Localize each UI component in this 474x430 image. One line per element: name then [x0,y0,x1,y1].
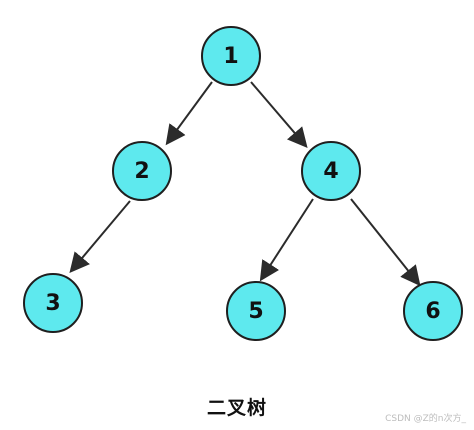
node-circle [301,141,361,201]
tree-node-5: 5 [226,281,286,341]
node-label: 3 [45,291,60,316]
edge-1-2 [165,81,213,146]
edge-2-3 [69,200,131,274]
node-label: 2 [134,159,149,184]
node-label: 1 [223,44,238,69]
node-circle [226,281,286,341]
tree-node-4: 4 [301,141,361,201]
edge-1-4 [250,81,308,149]
node-circle [23,273,83,333]
node-label: 4 [323,159,338,184]
node-circle [403,281,463,341]
tree-node-3: 3 [23,273,83,333]
tree-node-2: 2 [112,141,172,201]
tree-node-1: 1 [201,26,261,86]
node-label: 5 [248,299,263,324]
node-label: 6 [425,299,440,324]
edge-4-5 [259,198,314,282]
node-circle [112,141,172,201]
tree-node-6: 6 [403,281,463,341]
edges-group [69,81,421,287]
edge-4-6 [350,198,421,287]
diagram-caption: 二叉树 [206,397,267,419]
nodes-group: 1 2 4 3 5 6 [23,26,463,341]
node-circle [201,26,261,86]
watermark: CSDN @Z的n次方_ [385,414,466,424]
